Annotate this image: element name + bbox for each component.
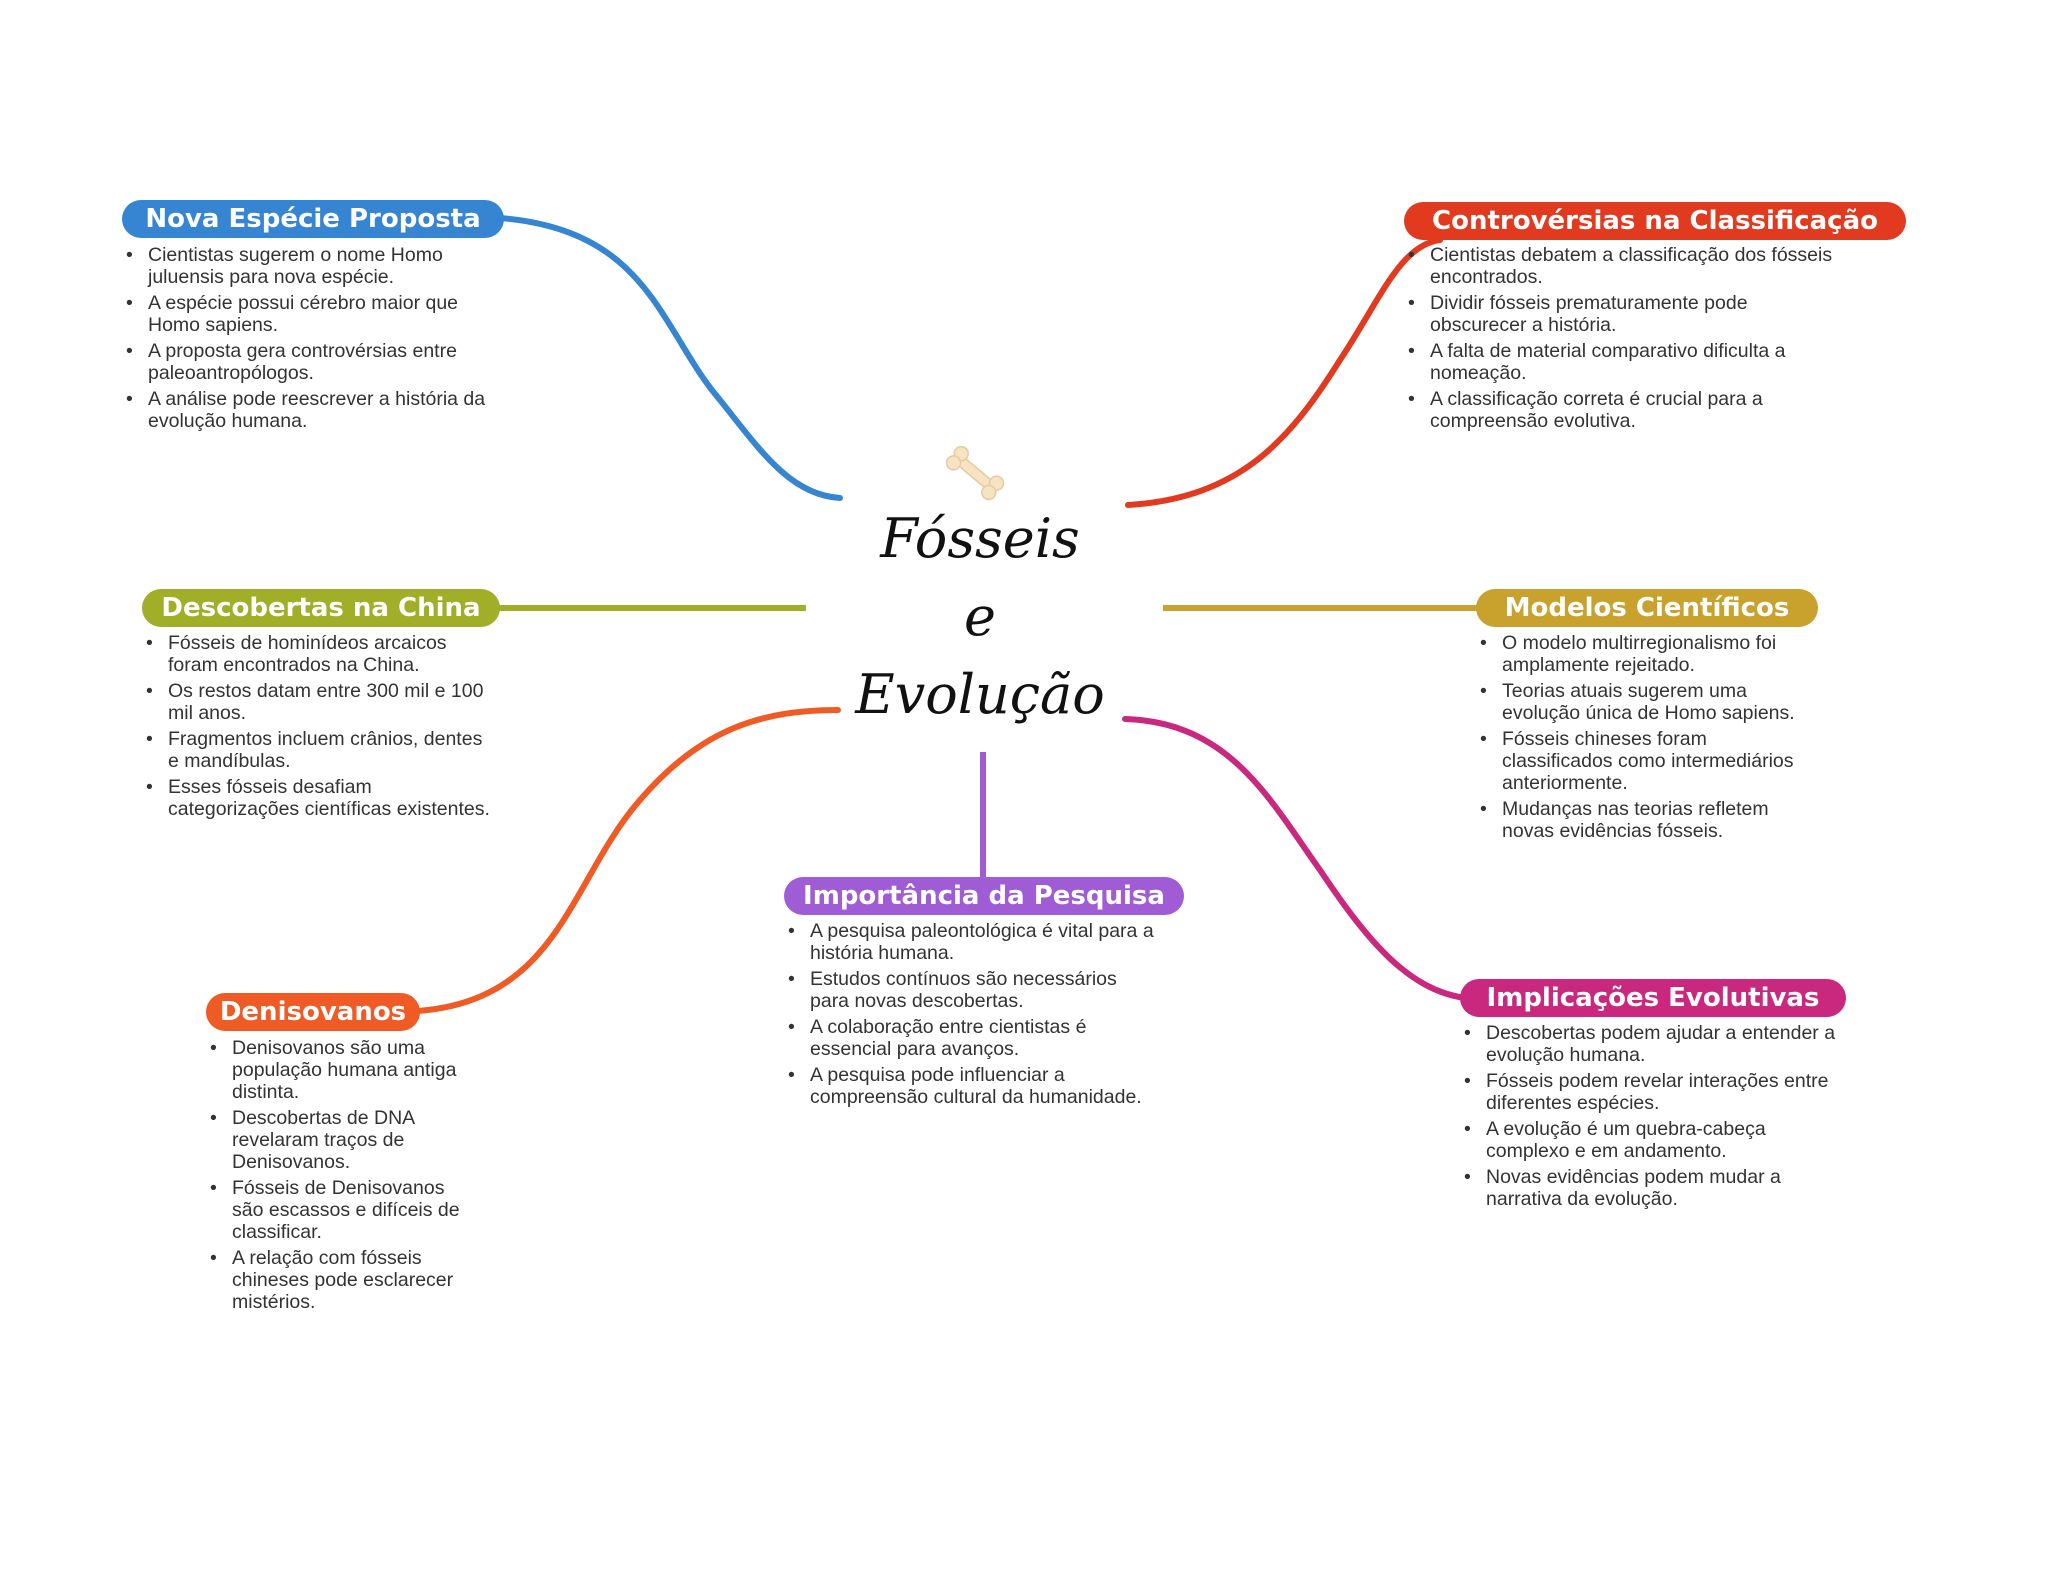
list-item: Fósseis de hominídeos arcaicos foram enc… <box>144 632 490 676</box>
branch-list-controversias: Cientistas debatem a classificação dos f… <box>1406 244 1846 436</box>
list-item: Dividir fósseis prematuramente pode obsc… <box>1406 292 1846 336</box>
list-item: Cientistas debatem a classificação dos f… <box>1406 244 1846 288</box>
list-item: Estudos contínuos são necessários para n… <box>786 968 1156 1012</box>
list-item: A espécie possui cérebro maior que Homo … <box>124 292 504 336</box>
branch-title-implicacoes[interactable]: Implicações Evolutivas <box>1460 979 1846 1017</box>
list-item: Fragmentos incluem crânios, dentes e man… <box>144 728 490 772</box>
branch-list-denisovanos: Denisovanos são uma população humana ant… <box>208 1037 468 1317</box>
branch-list-importancia-pesquisa: A pesquisa paleontológica é vital para a… <box>786 920 1156 1112</box>
list-item: Novas evidências podem mudar a narrativa… <box>1462 1166 1842 1210</box>
list-item: Fósseis de Denisovanos são escassos e di… <box>208 1177 468 1243</box>
branch-list-modelos-cientificos: O modelo multirregionalismo foi amplamen… <box>1478 632 1818 846</box>
list-item: A falta de material comparativo dificult… <box>1406 340 1846 384</box>
branch-title-descobertas-china[interactable]: Descobertas na China <box>142 589 500 627</box>
list-item: Descobertas de DNA revelaram traços de D… <box>208 1107 468 1173</box>
central-title-line-3: Evolução <box>855 663 1105 726</box>
list-item: Cientistas sugerem o nome Homo juluensis… <box>124 244 504 288</box>
branch-title-nova-especie[interactable]: Nova Espécie Proposta <box>122 200 504 238</box>
list-item: O modelo multirregionalismo foi amplamen… <box>1478 632 1818 676</box>
list-item: Teorias atuais sugerem uma evolução únic… <box>1478 680 1818 724</box>
bone-icon <box>945 445 1005 501</box>
connector-controversias <box>1125 237 1443 508</box>
connector-nova-especie <box>497 215 843 501</box>
branch-title-controversias[interactable]: Controvérsias na Classificação <box>1404 202 1906 240</box>
branch-list-descobertas-china: Fósseis de hominídeos arcaicos foram enc… <box>144 632 490 824</box>
list-item: A análise pode reescrever a história da … <box>124 388 504 432</box>
list-item: A colaboração entre cientistas é essenci… <box>786 1016 1156 1060</box>
list-item: A classificação correta é crucial para a… <box>1406 388 1846 432</box>
central-title-line-2: e <box>964 585 996 648</box>
central-title-line-1: Fósseis <box>880 507 1080 570</box>
connector-denisovanos <box>415 707 841 1014</box>
branch-list-implicacoes: Descobertas podem ajudar a entender a ev… <box>1462 1022 1842 1214</box>
list-item: Descobertas podem ajudar a entender a ev… <box>1462 1022 1842 1066</box>
branch-list-nova-especie: Cientistas sugerem o nome Homo juluensis… <box>124 244 504 436</box>
branch-title-importancia-pesquisa[interactable]: Importância da Pesquisa <box>784 877 1184 915</box>
list-item: A proposta gera controvérsias entre pale… <box>124 340 504 384</box>
connector-implicacoes <box>1122 716 1468 1001</box>
list-item: Os restos datam entre 300 mil e 100 mil … <box>144 680 490 724</box>
list-item: Mudanças nas teorias refletem novas evid… <box>1478 798 1818 842</box>
central-title: Fósseis e Evolução <box>840 500 1120 734</box>
list-item: Denisovanos são uma população humana ant… <box>208 1037 468 1103</box>
list-item: Fósseis podem revelar interações entre d… <box>1462 1070 1842 1114</box>
list-item: Esses fósseis desafiam categorizações ci… <box>144 776 490 820</box>
list-item: Fósseis chineses foram classificados com… <box>1478 728 1818 794</box>
list-item: A relação com fósseis chineses pode escl… <box>208 1247 468 1313</box>
list-item: A pesquisa paleontológica é vital para a… <box>786 920 1156 964</box>
branch-title-denisovanos[interactable]: Denisovanos <box>206 993 420 1031</box>
list-item: A evolução é um quebra-cabeça complexo e… <box>1462 1118 1842 1162</box>
list-item: A pesquisa pode influenciar a compreensã… <box>786 1064 1156 1108</box>
branch-title-modelos-cientificos[interactable]: Modelos Científicos <box>1476 589 1818 627</box>
